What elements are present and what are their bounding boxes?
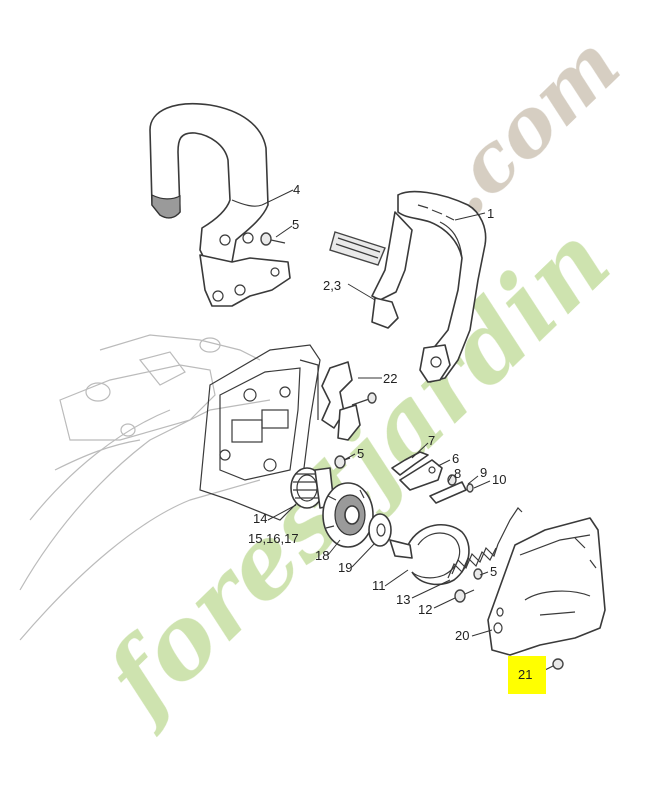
- label-20: 20: [455, 628, 469, 643]
- part-4-top-handle: [149, 102, 291, 307]
- label-4: 4: [293, 182, 300, 197]
- label-7: 7: [428, 433, 435, 448]
- part-5-screw-middle: [334, 455, 351, 469]
- part-20-sprocket-cover: [487, 517, 606, 656]
- part-22-brackets: [321, 361, 377, 441]
- label-13: 13: [396, 592, 410, 607]
- part-labels: 4 5 1 2,3 22 5 7 6 8 9 10 14 15,16,17 18…: [248, 182, 532, 682]
- chainsaw-body: [19, 334, 271, 641]
- label-10: 10: [492, 472, 506, 487]
- label-2-3: 2,3: [323, 278, 341, 293]
- label-11: 11: [372, 578, 386, 593]
- label-5-top: 5: [292, 217, 299, 232]
- label-21: 21: [518, 667, 532, 682]
- part-1-hand-guard: [371, 190, 487, 383]
- label-22: 22: [383, 371, 397, 386]
- part-13-spring: [447, 507, 523, 579]
- label-8: 8: [454, 466, 461, 481]
- crankcase-plate: [199, 344, 321, 521]
- label-19: 19: [338, 560, 352, 575]
- label-5-middle: 5: [357, 446, 364, 461]
- label-14: 14: [253, 511, 267, 526]
- highlight-box-21: [508, 656, 546, 694]
- label-1: 1: [487, 206, 494, 221]
- part-12-screw: [454, 589, 475, 603]
- part-19-washer: [368, 513, 392, 547]
- parts-6-10-linkage: [391, 451, 474, 504]
- part-21-nut: [544, 658, 564, 671]
- part-2-3-pad: [329, 231, 399, 329]
- part-14-sprocket: [290, 467, 335, 509]
- part-18-clutch-drum: [322, 482, 374, 548]
- label-12: 12: [418, 602, 432, 617]
- label-5-lower: 5: [490, 564, 497, 579]
- label-6: 6: [452, 451, 459, 466]
- label-15-16-17: 15,16,17: [248, 531, 299, 546]
- label-18: 18: [315, 548, 329, 563]
- part-5-screw-lower: [473, 568, 483, 580]
- part-5-screw-top: [260, 232, 286, 246]
- part-11-brake-band: [389, 524, 470, 586]
- leader-lines: [261, 189, 493, 637]
- label-9: 9: [480, 465, 487, 480]
- watermark-text-forestjardin: forestjardin: [80, 203, 631, 741]
